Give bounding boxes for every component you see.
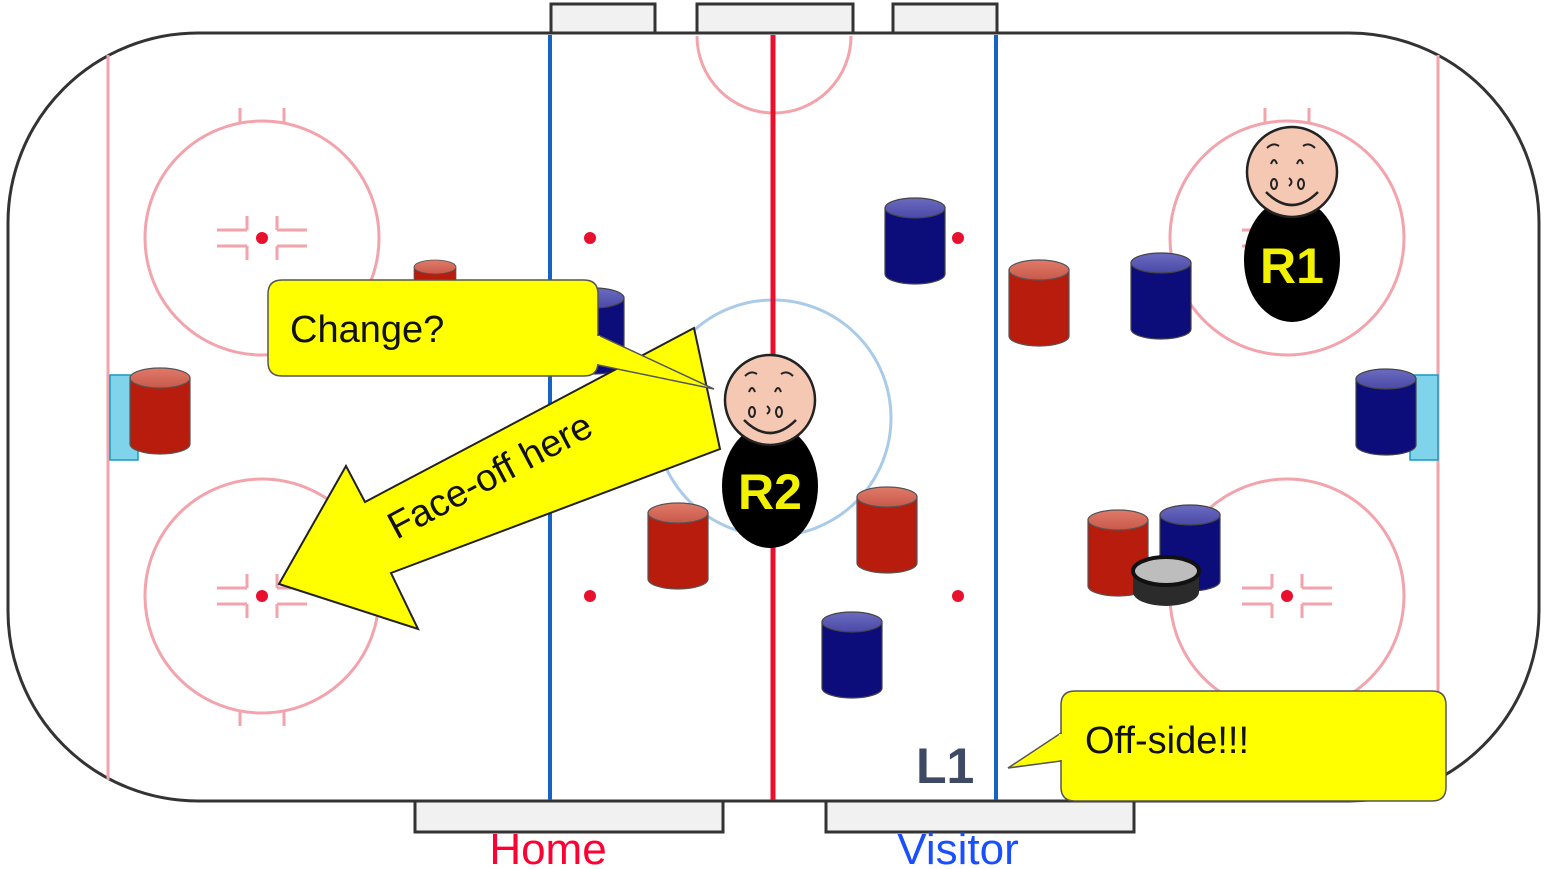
change-callout: Change? (267, 279, 715, 390)
visitor-player (884, 197, 946, 285)
referee-r2: R2 (722, 353, 818, 548)
home-player (1008, 259, 1070, 347)
referee-face-icon (1245, 125, 1339, 219)
scorekeeper-box (695, 2, 855, 38)
home-player (856, 486, 918, 574)
neutral-dot (952, 232, 964, 244)
faceoff-circle-top-left (143, 108, 381, 357)
referee-face-icon (723, 353, 817, 447)
visitor-player (821, 611, 883, 699)
offside-callout: Off-side!!! (1007, 690, 1447, 802)
home-player (647, 502, 709, 590)
home-label: Home (489, 825, 606, 869)
neutral-dot (952, 590, 964, 602)
linesman-l1: L1 (916, 738, 974, 794)
bench-top-right (891, 2, 999, 38)
home-bench (413, 796, 725, 834)
visitor-bench (824, 796, 1136, 834)
puck-icon (1131, 555, 1201, 606)
bench-top-left (549, 2, 657, 38)
offside-text: Off-side!!! (1085, 720, 1249, 762)
referee-r1-label: R1 (1260, 238, 1324, 294)
visitor-label: Visitor (897, 825, 1018, 869)
referee-r2-label: R2 (738, 464, 802, 520)
home-player (129, 367, 191, 455)
neutral-dot (584, 590, 596, 602)
visitor-player (1130, 252, 1192, 340)
change-text: Change? (290, 309, 444, 351)
visitor-player (1355, 368, 1417, 456)
neutral-dot (584, 232, 596, 244)
referee-r1: R1 (1244, 125, 1340, 322)
